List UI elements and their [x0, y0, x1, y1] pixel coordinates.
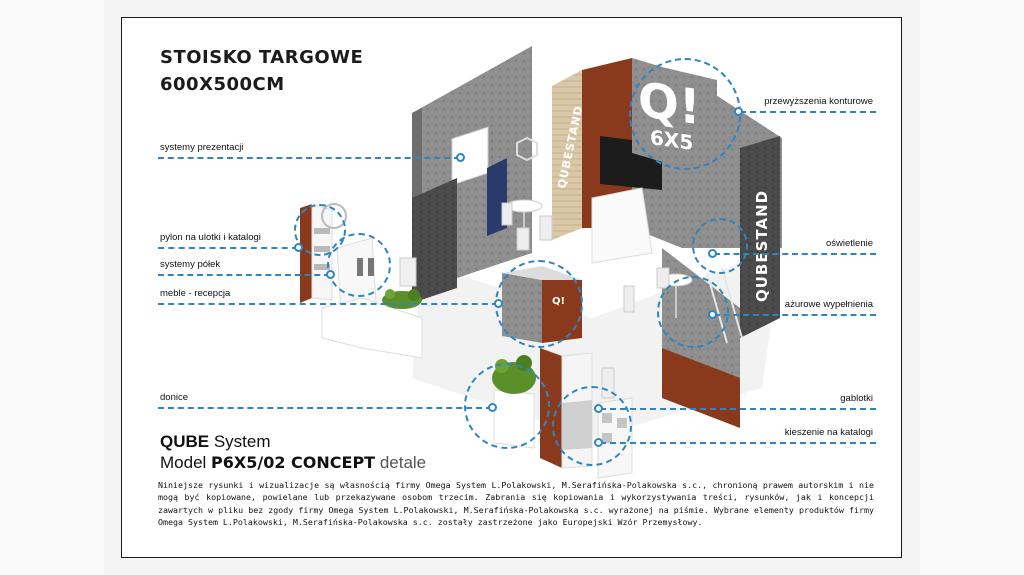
leader-pylon: [158, 247, 298, 249]
leader-przewyzszenia: [740, 111, 876, 113]
title-line-2: 600X500CM: [160, 74, 285, 95]
label-meble-recepcja: meble - recepcja: [160, 288, 231, 299]
leader-systemy-polek: [158, 274, 330, 276]
drawing-sheet: Q! 6X5 QUBESTAND QUBESTAND Q! STOISKO TA…: [121, 17, 902, 558]
leader-azurowe: [714, 314, 876, 316]
right-margin: [920, 0, 1024, 575]
ring-display: [552, 386, 632, 466]
leader-dot-kieszenie: [594, 438, 603, 447]
leader-donice: [158, 407, 492, 409]
label-przewyzszenia: przewyższenia konturowe: [764, 96, 873, 107]
leader-gablotki: [600, 408, 876, 410]
system-name: QUBE System: [160, 432, 271, 451]
leader-dot-systemy-prezentacji: [456, 153, 465, 162]
label-kieszenie: kieszenie na katalogi: [784, 427, 873, 438]
leader-dot-przewyzszenia: [734, 107, 743, 116]
leader-dot-meble-recepcja: [494, 299, 503, 308]
leader-dot-systemy-polek: [326, 270, 335, 279]
ring-lighting: [692, 218, 748, 274]
leader-systemy-prezentacji: [158, 157, 460, 159]
ring-shelf-pylon: [294, 204, 346, 256]
leader-dot-donice: [488, 403, 497, 412]
leader-dot-oswietlenie: [708, 249, 717, 258]
left-margin: [0, 0, 104, 575]
label-pylon: pylon na ulotki i katalogi: [160, 232, 261, 243]
leader-kieszenie: [600, 442, 876, 444]
title-line-1: STOISKO TARGOWE: [160, 47, 364, 68]
leader-dot-gablotki: [594, 404, 603, 413]
ring-left-desk: [327, 233, 391, 297]
wood-panel: [552, 70, 582, 240]
leader-meble-recepcja: [158, 303, 498, 305]
right-dark-column: [740, 136, 780, 338]
model-name: Model P6X5/02 CONCEPT detale: [160, 453, 427, 472]
title-block: STOISKO TARGOWE 600X500CM: [160, 44, 363, 98]
copyright-notice: Niniejsze rysunki i wizualizacje są włas…: [158, 480, 874, 527]
leader-oswietlenie: [714, 253, 876, 255]
label-oswietlenie: oświetlenie: [826, 238, 873, 249]
label-gablotki: gablotki: [840, 393, 873, 404]
left-reception-desk: [321, 297, 423, 359]
label-systemy-polek: systemy półek: [160, 259, 221, 270]
callouts: systemy prezentacji pylon na ulotki i ka…: [122, 18, 901, 557]
ring-planter: [464, 363, 550, 449]
product-block: QUBE System Model P6X5/02 CONCEPT detale: [160, 432, 426, 474]
leader-dot-azurowe: [708, 310, 717, 319]
label-donice: donice: [160, 392, 188, 403]
label-azurowe: ażurowe wypełnienia: [784, 299, 873, 310]
leader-dot-pylon: [294, 243, 303, 252]
label-systemy-prezentacji: systemy prezentacji: [160, 142, 244, 153]
ring-lattice: [657, 276, 729, 348]
